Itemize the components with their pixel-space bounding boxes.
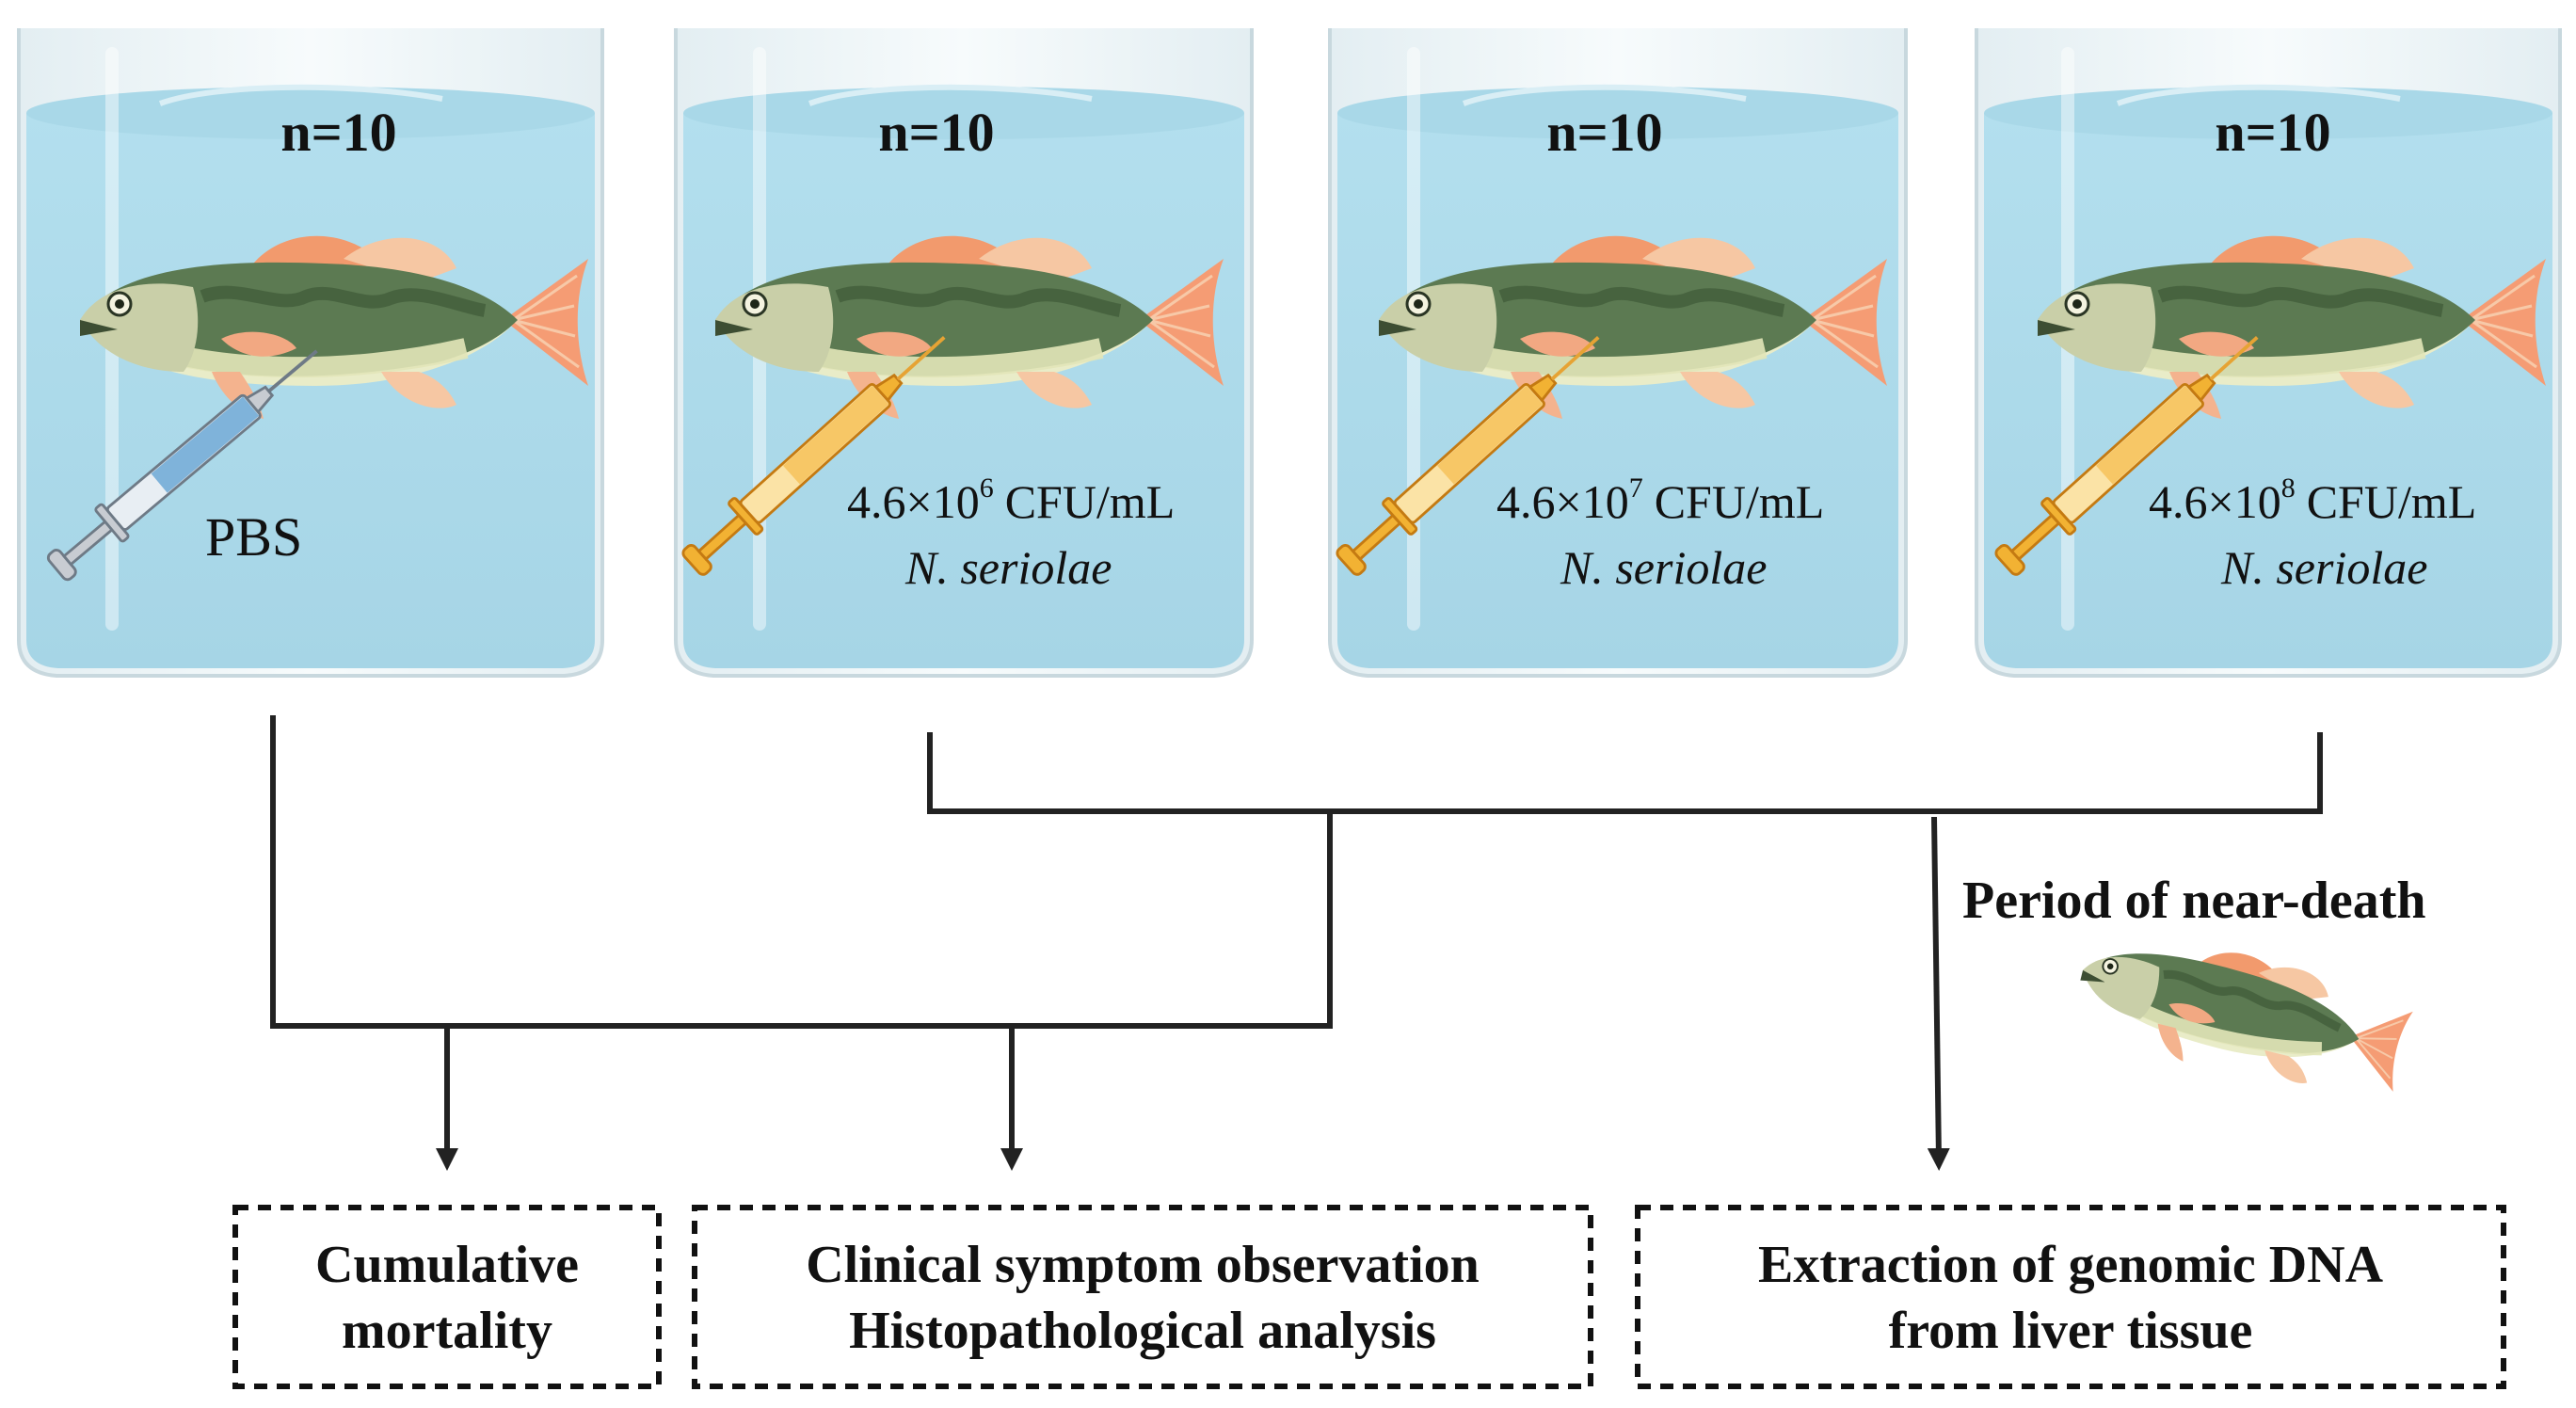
organism-label: N. seriolae [1560,541,1767,594]
dose-base: 4.6×10 [1496,475,1629,528]
tank-dose-2: n=10 4.6×107 CFU/mL N. seriolae [1328,28,1908,678]
tank-pbs: n=10 PBS [17,28,604,678]
tank-count-label: n=10 [1546,102,1662,163]
outcome-line-2: Histopathological analysis [849,1302,1436,1360]
dose-unit: CFU/mL [2307,475,2477,528]
tank-count-label: n=10 [878,102,994,163]
tank-count-label: n=10 [280,102,396,163]
dose-unit: CFU/mL [1005,475,1176,528]
outcome-mortality: Cumulative mortality [232,1205,662,1389]
tank-dose-1: n=10 4.6×106 CFU/mL N. seriolae [674,28,1254,678]
dose-exponent: 7 [1629,472,1643,504]
fish-icon [2068,918,2417,1112]
outcome-line-2: mortality [342,1302,552,1360]
arrow-to-dna [1927,816,1950,1171]
outcome-line-1: Clinical symptom observation [806,1236,1480,1294]
dose-unit: CFU/mL [1655,475,1825,528]
near-death-label: Period of near-death [1962,872,2426,930]
dose-exponent: 8 [2281,472,2296,504]
outcome-clinical: Clinical symptom observation Histopathol… [692,1205,1593,1389]
organism-label: N. seriolae [2220,541,2427,594]
outcome-line-2: from liver tissue [1889,1302,2253,1360]
tank-dose-3: n=10 4.6×108 CFU/mL N. seriolae [1975,28,2562,678]
outcome-dna: Extraction of genomic DNA from liver tis… [1635,1205,2506,1389]
outcome-line-1: Cumulative [315,1236,579,1294]
outcome-line-1: Extraction of genomic DNA [1758,1236,2384,1294]
injection-label: PBS [205,506,302,568]
flow-connectors [270,715,2323,1171]
connector-treatment-bracket [927,732,2323,814]
dose-base: 4.6×10 [847,475,980,528]
dose-base: 4.6×10 [2149,475,2281,528]
dose-label: 4.6×106 CFU/mL [847,472,1175,528]
organism-label: N. seriolae [904,541,1112,594]
dose-label: 4.6×108 CFU/mL [2149,472,2476,528]
connector-control [270,715,1333,1029]
dose-exponent: 6 [980,472,994,504]
tank-count-label: n=10 [2215,102,2330,163]
dose-label: 4.6×107 CFU/mL [1496,472,1824,528]
